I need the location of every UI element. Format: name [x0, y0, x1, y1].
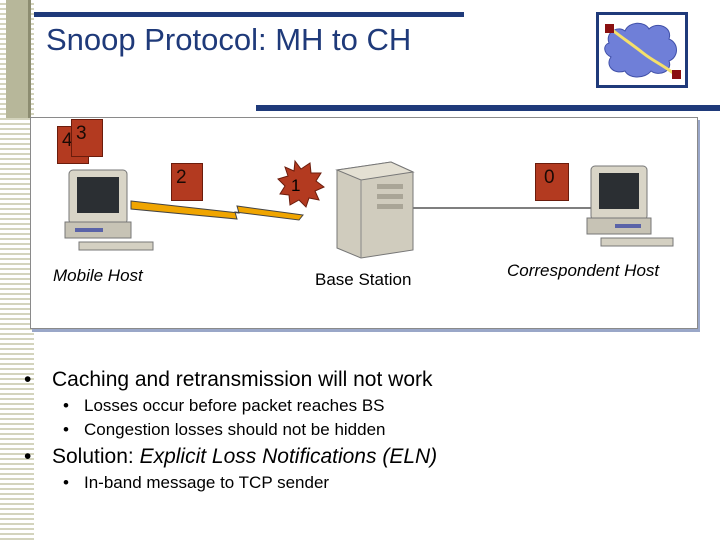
bullet-2-plain: Solution: [52, 445, 140, 468]
mobile-host-computer-icon [64, 169, 154, 251]
title-underline-bar [256, 105, 720, 111]
sub-bullet-2-1: In-band message to TCP sender [63, 473, 329, 493]
sub-bullet-1-2: Congestion losses should not be hidden [63, 420, 385, 440]
base-station-label: Base Station [315, 270, 412, 289]
packet-3: 3 [71, 119, 103, 157]
sub-bullet-1-1: Losses occur before packet reaches BS [63, 396, 384, 416]
mobile-host-label: Mobile Host [53, 266, 143, 285]
explosion-icon [277, 159, 325, 208]
packet-1-lost: 1 [291, 176, 301, 195]
diagram-graphics [64, 159, 674, 259]
bullet-2-italic: Explicit Loss Notifications (ELN) [139, 445, 438, 468]
bullet-2: Solution: Explicit Loss Notifications (E… [24, 445, 438, 469]
correspondent-host-computer-icon [586, 165, 674, 247]
server-tower-icon [335, 161, 415, 259]
correspondent-host-label: Correspondent Host [507, 261, 660, 280]
network-cloud-logo-icon [596, 12, 688, 88]
snoop-diagram-panel: 4 3 2 1 0 Mobile Host Base Station Corre… [30, 117, 698, 329]
bullet-1: Caching and retransmission will not work [24, 368, 432, 392]
slide-title: Snoop Protocol: MH to CH [46, 22, 412, 57]
margin-accent-bar [6, 0, 31, 118]
packet-0: 0 [535, 163, 569, 201]
top-accent-bar [34, 12, 464, 17]
lightning-link-icon [130, 200, 304, 221]
packet-2: 2 [171, 163, 203, 201]
